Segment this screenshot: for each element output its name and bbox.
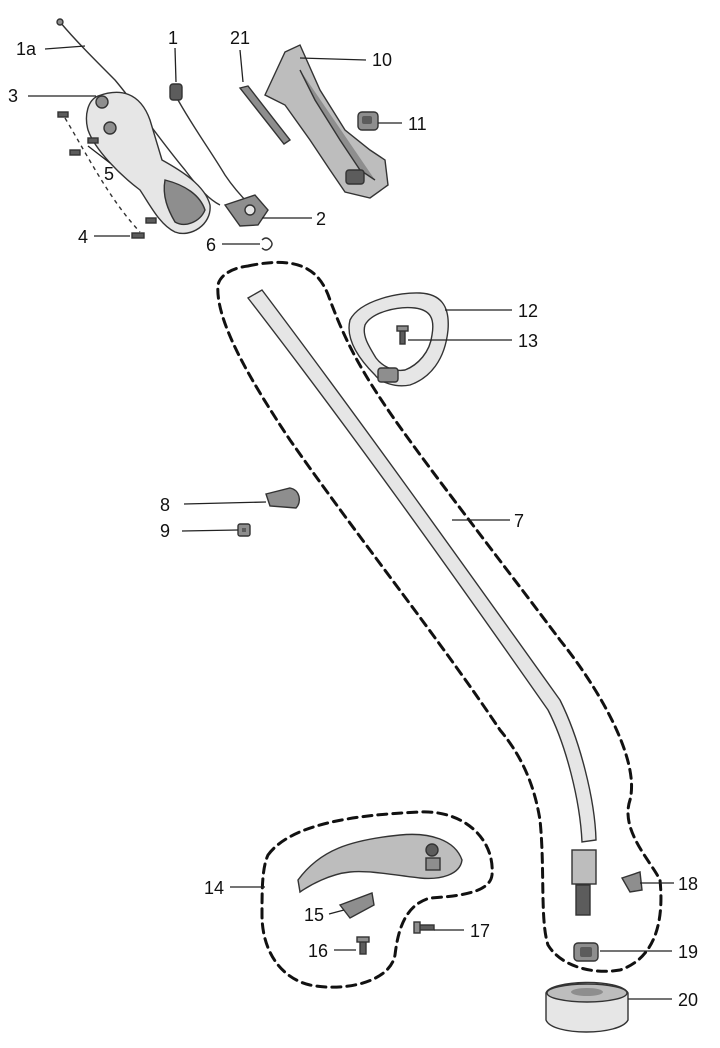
spring-rod-part xyxy=(238,85,292,145)
callout-3: 3 xyxy=(8,86,18,106)
callout-7: 7 xyxy=(514,511,524,531)
engine-housing-part xyxy=(85,91,211,235)
wing-nut-part xyxy=(620,871,643,893)
callout-16: 16 xyxy=(308,941,328,961)
shaft-assembly-outline xyxy=(216,261,663,973)
knob-part xyxy=(265,487,301,509)
callout-17: 17 xyxy=(470,921,490,941)
screw-part-16 xyxy=(356,936,370,955)
callout-1: 1 xyxy=(168,28,178,48)
callout-13: 13 xyxy=(518,331,538,351)
callout-1a: 1a xyxy=(16,39,37,59)
trimmer-head-part xyxy=(545,981,629,1033)
handle-housing-part xyxy=(264,44,389,199)
callout-6: 6 xyxy=(206,235,216,255)
callout-9: 9 xyxy=(160,521,170,541)
callout-11: 11 xyxy=(408,114,427,134)
screws-part-5 xyxy=(57,111,99,156)
callout-20: 20 xyxy=(678,990,698,1010)
callout-4: 4 xyxy=(78,227,88,247)
line-cutter-part xyxy=(338,892,375,919)
trigger-part xyxy=(223,194,269,227)
shaft-part xyxy=(246,289,597,916)
callout-21: 21 xyxy=(230,28,250,48)
nut-part xyxy=(573,942,599,962)
clip-part xyxy=(357,111,379,131)
bolt-part-13 xyxy=(396,325,409,345)
callout-15: 15 xyxy=(304,905,324,925)
callout-12: 12 xyxy=(518,301,538,321)
guard-part xyxy=(297,833,463,894)
assist-handle-part xyxy=(348,292,449,387)
callout-5: 5 xyxy=(104,164,114,184)
small-spring-part xyxy=(261,237,273,251)
bolt-part-9 xyxy=(237,523,251,537)
leader-lines xyxy=(28,45,674,1000)
guard-assembly-outline xyxy=(260,810,494,989)
screws-part-4 xyxy=(131,217,157,239)
callout-2: 2 xyxy=(316,209,326,229)
callout-19: 19 xyxy=(678,942,698,962)
callout-8: 8 xyxy=(160,495,170,515)
callout-18: 18 xyxy=(678,874,698,894)
callout-10: 10 xyxy=(372,50,392,70)
screw-part-17 xyxy=(413,921,435,934)
callout-14: 14 xyxy=(204,878,224,898)
